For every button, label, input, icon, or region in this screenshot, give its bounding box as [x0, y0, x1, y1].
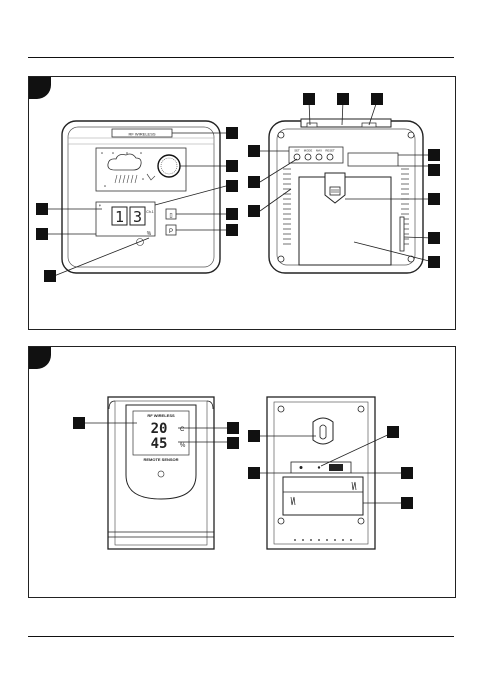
figure1-callouts [36, 93, 440, 282]
callout-f2-4 [248, 430, 260, 442]
back-button-2[interactable] [304, 153, 312, 161]
callout-f1-7 [36, 228, 48, 240]
callout-f1-10 [337, 93, 349, 105]
figure-remote-sensor: RF WIRELESS 20 C 45 % REMOTE SENSOR [28, 346, 456, 598]
sensor-channel-switch[interactable] [329, 464, 343, 471]
svg-text:3: 3 [133, 208, 142, 226]
callout-f1-5 [226, 224, 238, 236]
back-button-1[interactable] [293, 153, 301, 161]
callout-f1-3 [226, 180, 238, 192]
sensor-title: RF WIRELESS [147, 413, 175, 418]
figure2-callouts [73, 417, 413, 509]
back-label-window [347, 152, 399, 167]
svg-text:❜: ❜ [99, 204, 101, 211]
callout-f1-9 [303, 93, 315, 105]
callout-f1-4 [226, 208, 238, 220]
forecast-rain-icon [114, 174, 138, 184]
sensor-temp-unit: C [180, 427, 185, 433]
sensor-led [157, 470, 165, 478]
front-channel-sub: Ch.1 [146, 210, 153, 214]
sensor-button[interactable] [299, 466, 303, 469]
callout-f1-6 [36, 203, 48, 215]
callout-f2-5 [387, 426, 399, 438]
callout-f1-2 [226, 160, 238, 172]
callout-f2-7 [401, 467, 413, 479]
sensor-humidity-unit: % [180, 443, 186, 449]
callout-f1-11 [371, 93, 383, 105]
sensor-bottom-holes [294, 539, 352, 541]
sensor-battery-cover[interactable] [282, 476, 364, 516]
header-rule [28, 57, 454, 58]
callout-f1-13 [248, 176, 260, 188]
sensor-humidity: 45 [151, 436, 168, 452]
callout-f1-12 [248, 145, 260, 157]
base-front-view: RF WIRELESS [48, 120, 227, 277]
sensor-back-screws [277, 405, 365, 525]
back-button-4-label: RESET [325, 149, 335, 153]
sensor-hanging-slot [312, 417, 334, 445]
callout-f1-19 [428, 256, 440, 268]
callout-f2-2 [227, 422, 239, 434]
callout-f2-6 [248, 467, 260, 479]
sensor-back-view [260, 396, 401, 550]
sensor-temperature: 20 [151, 421, 168, 437]
sensor-switch-bar [290, 461, 352, 474]
forecast-cloud-icon [107, 153, 142, 171]
callout-f1-15 [428, 149, 440, 161]
back-leader-lines [259, 100, 434, 263]
callout-f2-3 [227, 437, 239, 449]
back-screws [277, 131, 415, 263]
base-station-illustration: RF WIRELESS [29, 77, 440, 282]
back-side-vents [283, 168, 409, 245]
back-button-4[interactable] [326, 153, 334, 161]
figure-base-station: RF WIRELESS [28, 76, 456, 330]
back-button-2-label: MODE [304, 149, 313, 153]
callout-f2-8 [401, 497, 413, 509]
callout-f1-14 [248, 205, 260, 217]
svg-text:P: P [169, 229, 173, 235]
callout-f1-1 [226, 127, 238, 139]
front-top-label: RF WIRELESS [128, 132, 155, 137]
sensor-front-view: RF WIRELESS 20 C 45 % REMOTE SENSOR [85, 396, 227, 550]
back-button-1-label: SET [294, 149, 300, 153]
back-button-3-label: MAX [316, 149, 322, 153]
callout-f1-18 [428, 232, 440, 244]
remote-sensor-illustration: RF WIRELESS 20 C 45 % REMOTE SENSOR [29, 347, 413, 550]
forecast-dots [101, 152, 144, 187]
footer-rule [28, 636, 454, 637]
callout-f1-8 [44, 270, 56, 282]
svg-text:▯: ▯ [169, 213, 172, 219]
section-tab-2 [29, 347, 51, 369]
front-leader-lines [48, 132, 227, 277]
base-back-view: SET MODE MAX RESET [259, 100, 434, 274]
section-tab [29, 77, 51, 99]
callout-f2-1 [73, 417, 85, 429]
forecast-sun-icon [157, 154, 181, 178]
front-humidity-unit: % [147, 231, 152, 237]
callout-f1-17 [428, 193, 440, 205]
svg-text:1: 1 [115, 208, 124, 226]
callout-f1-16 [428, 164, 440, 176]
back-stand [399, 216, 405, 252]
back-button-3[interactable] [315, 153, 323, 161]
sensor-footer: REMOTE SENSOR [143, 457, 178, 462]
